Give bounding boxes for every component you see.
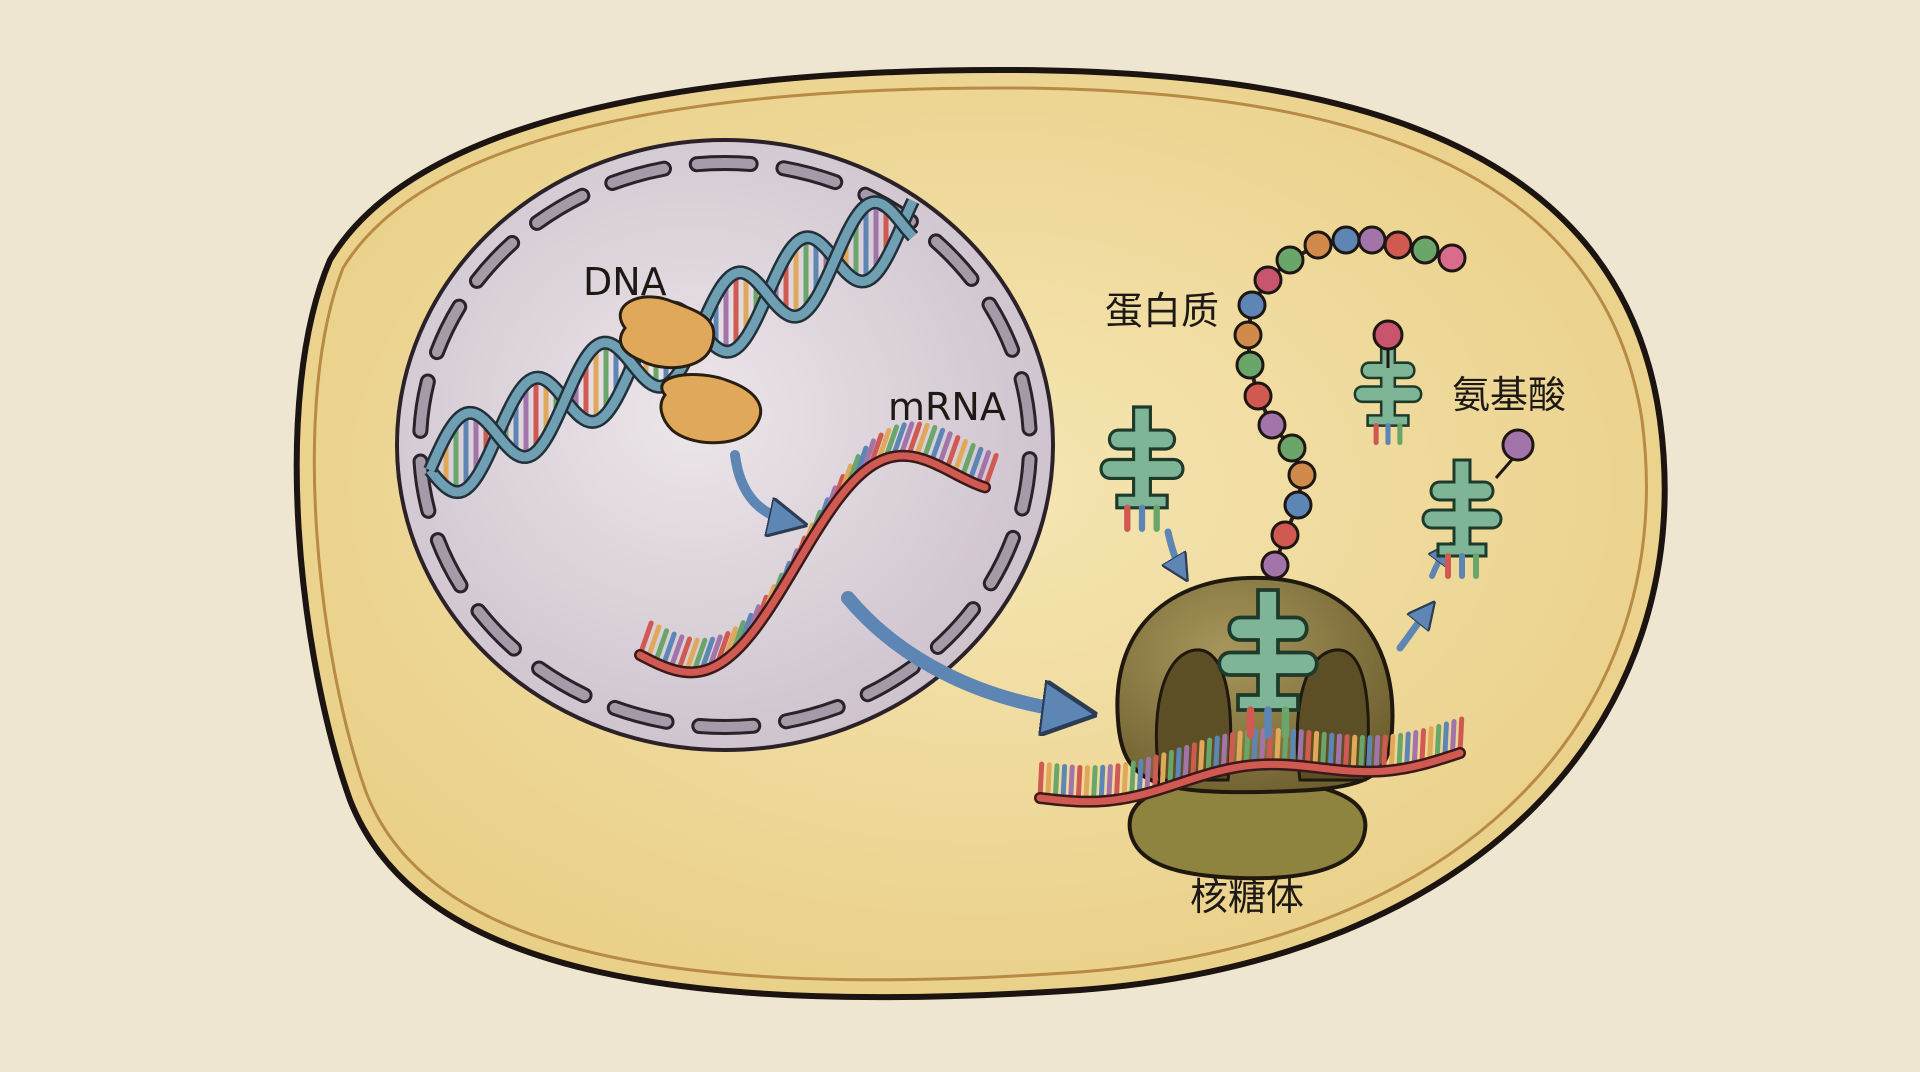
amino-acid-bead — [1275, 245, 1305, 275]
amino-acid-bead — [1260, 550, 1290, 580]
mrna-strand — [634, 421, 999, 679]
trna — [1421, 458, 1503, 579]
mrna-label: mRNA — [888, 385, 1006, 429]
nuclear-pore-fill — [984, 299, 1018, 355]
nuclear-pore-fill — [694, 720, 759, 732]
amino-acid-label: 氨基酸 — [1452, 373, 1566, 417]
amino-acid-bead — [1303, 230, 1333, 260]
nuclear-pore-fill — [780, 702, 843, 727]
nuclear-pore-fill — [778, 163, 841, 188]
amino-acid-bead — [1283, 490, 1313, 520]
mrna-on-ribosome — [1034, 716, 1466, 808]
transcription-arrow — [730, 450, 792, 522]
nuclear-pore-fill — [532, 190, 588, 228]
nuclear-pore-fill — [607, 163, 670, 188]
trna-in-arrow — [1168, 528, 1182, 572]
amino-acid-bead — [1243, 381, 1273, 411]
nuclear-pore-fill — [415, 376, 433, 436]
amino-acid-bead — [1331, 225, 1361, 255]
amino-acid-bead — [1410, 235, 1440, 265]
protein-chain — [1233, 225, 1467, 580]
nucleus — [395, 138, 1055, 752]
trna — [1353, 342, 1423, 446]
nuclear-envelope-pores — [412, 155, 1038, 735]
amino-acid-bead — [1357, 225, 1387, 255]
amino-acid-bead — [1257, 410, 1287, 440]
nuclear-pore-fill — [1016, 374, 1035, 434]
ribosome-mrna-backbone — [1036, 749, 1464, 806]
nuclear-pore-fill — [432, 301, 465, 358]
amino-acid-bead — [1383, 230, 1413, 260]
rna-polymerase — [618, 295, 763, 445]
cell-membrane-inner — [312, 86, 1648, 982]
protein-label: 蛋白质 — [1105, 289, 1219, 333]
amino-acid-bead — [1270, 520, 1300, 550]
nuclear-pore-fill — [415, 456, 434, 516]
free-amino-acid — [1372, 319, 1404, 351]
nuclear-pore-fill — [931, 236, 977, 284]
amino-acid-bead — [1235, 350, 1265, 380]
nuclear-pore-fill — [691, 158, 756, 170]
nuclear-pore-fill — [862, 662, 918, 700]
trna-body — [1099, 405, 1185, 510]
nuclear-pore-fill — [471, 238, 518, 286]
nuclear-pore-fill — [609, 702, 672, 727]
ribosome-label: 核糖体 — [1190, 875, 1304, 919]
amino-acid-bead — [1287, 460, 1317, 490]
trna-out-arrow-1 — [1396, 610, 1428, 652]
trna — [1099, 405, 1185, 532]
trna-body — [1421, 458, 1503, 558]
amino-acid-bead — [1233, 320, 1263, 350]
mrna-backbone — [636, 452, 989, 676]
export-arrow — [841, 591, 1075, 712]
trna-molecules — [1099, 342, 1503, 739]
nuclear-pore-fill — [534, 663, 590, 701]
nuclear-pore-fill — [473, 606, 519, 654]
free-amino-acids — [1372, 319, 1535, 479]
amino-acid-bead — [1277, 433, 1307, 463]
amino-acid-bead — [1253, 265, 1283, 295]
free-amino-acid — [1501, 428, 1535, 462]
nuclear-pore-fill — [932, 604, 979, 652]
amino-acid-bead — [1437, 243, 1467, 273]
trna-body — [1217, 588, 1319, 712]
trna-body — [1353, 342, 1423, 427]
trna — [1217, 588, 1319, 739]
amino-acid-bead — [1237, 290, 1267, 320]
dna-label: DNA — [583, 260, 667, 304]
nuclear-pore-fill — [985, 532, 1018, 589]
nuclear-pore-fill — [432, 535, 466, 591]
nuclear-pore-fill — [1017, 454, 1035, 514]
